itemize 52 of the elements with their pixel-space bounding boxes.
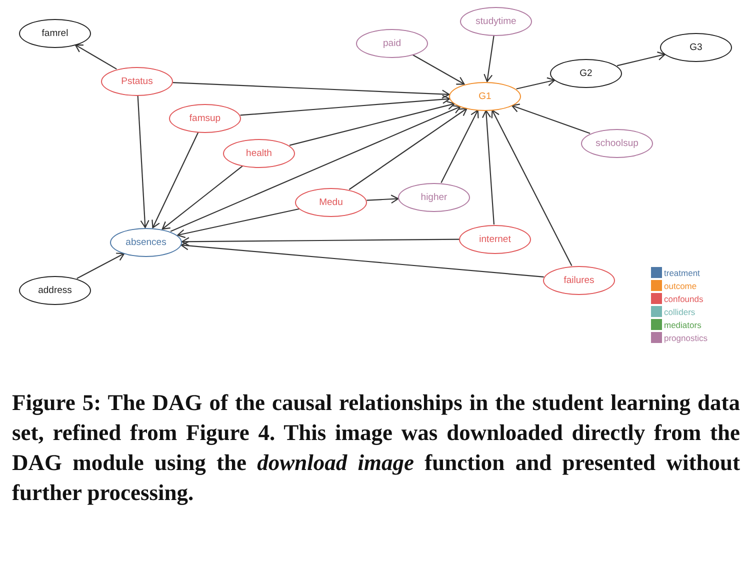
arrow [440,110,479,184]
variable-label: Pstatus [121,76,153,86]
arrow [181,237,460,246]
variable-ellipse [449,82,521,110]
variable-ellipse [660,32,732,62]
arrow [482,110,495,225]
legend-label: prognostics [664,332,708,342]
arrow [516,77,556,90]
variable-label: G2 [580,68,592,78]
arrow [152,132,199,228]
legend-label: colliders [664,306,696,316]
variable-label: address [38,284,72,296]
legend-label: outcome [664,280,697,290]
variable-label: absences [126,236,166,248]
variable-ellipse [223,138,295,168]
arrow [412,54,465,85]
variable-label: famrel [42,28,68,38]
arrow [170,105,461,232]
variable-label: G3 [690,42,702,52]
variable-label: G1 [478,90,492,102]
arrow [616,52,666,66]
variable-label: paid [383,38,401,48]
arrow [484,35,494,82]
variable-ellipse [110,228,182,256]
arrow [177,208,300,238]
arrow [240,94,450,116]
variable-ellipse [295,188,367,216]
variable-label: famsup [189,112,221,124]
arrow [348,108,468,190]
variable-label: health [246,148,272,158]
legend-label: confounds [664,294,704,304]
variable-label: internet [479,234,511,244]
legend-label: mediators [664,320,702,330]
legend-label: treatment [664,268,700,278]
variable-label: studytime [476,16,516,26]
arrow [491,110,572,266]
arrow [180,241,544,278]
arrow [511,104,590,134]
arrow [74,44,117,70]
variable-ellipse [550,58,622,88]
variable-label: schoolsup [596,138,638,148]
arrow [289,100,456,146]
figure-caption: Figure 5: The DAG of the causal relationships in the student learning data set, refined from Figure 4. This image was downloaded directly from the DAG module using the download image function and presented without further processing. [12,389,740,507]
arrow [162,165,243,230]
variable-label: Medu [319,196,343,208]
variable-ellipse [581,128,653,158]
arrow [366,194,399,204]
arrow [172,82,450,99]
variable-label: higher [420,192,448,202]
variable-label: failures [564,274,594,286]
arrow [76,252,125,279]
arrow [137,95,150,228]
